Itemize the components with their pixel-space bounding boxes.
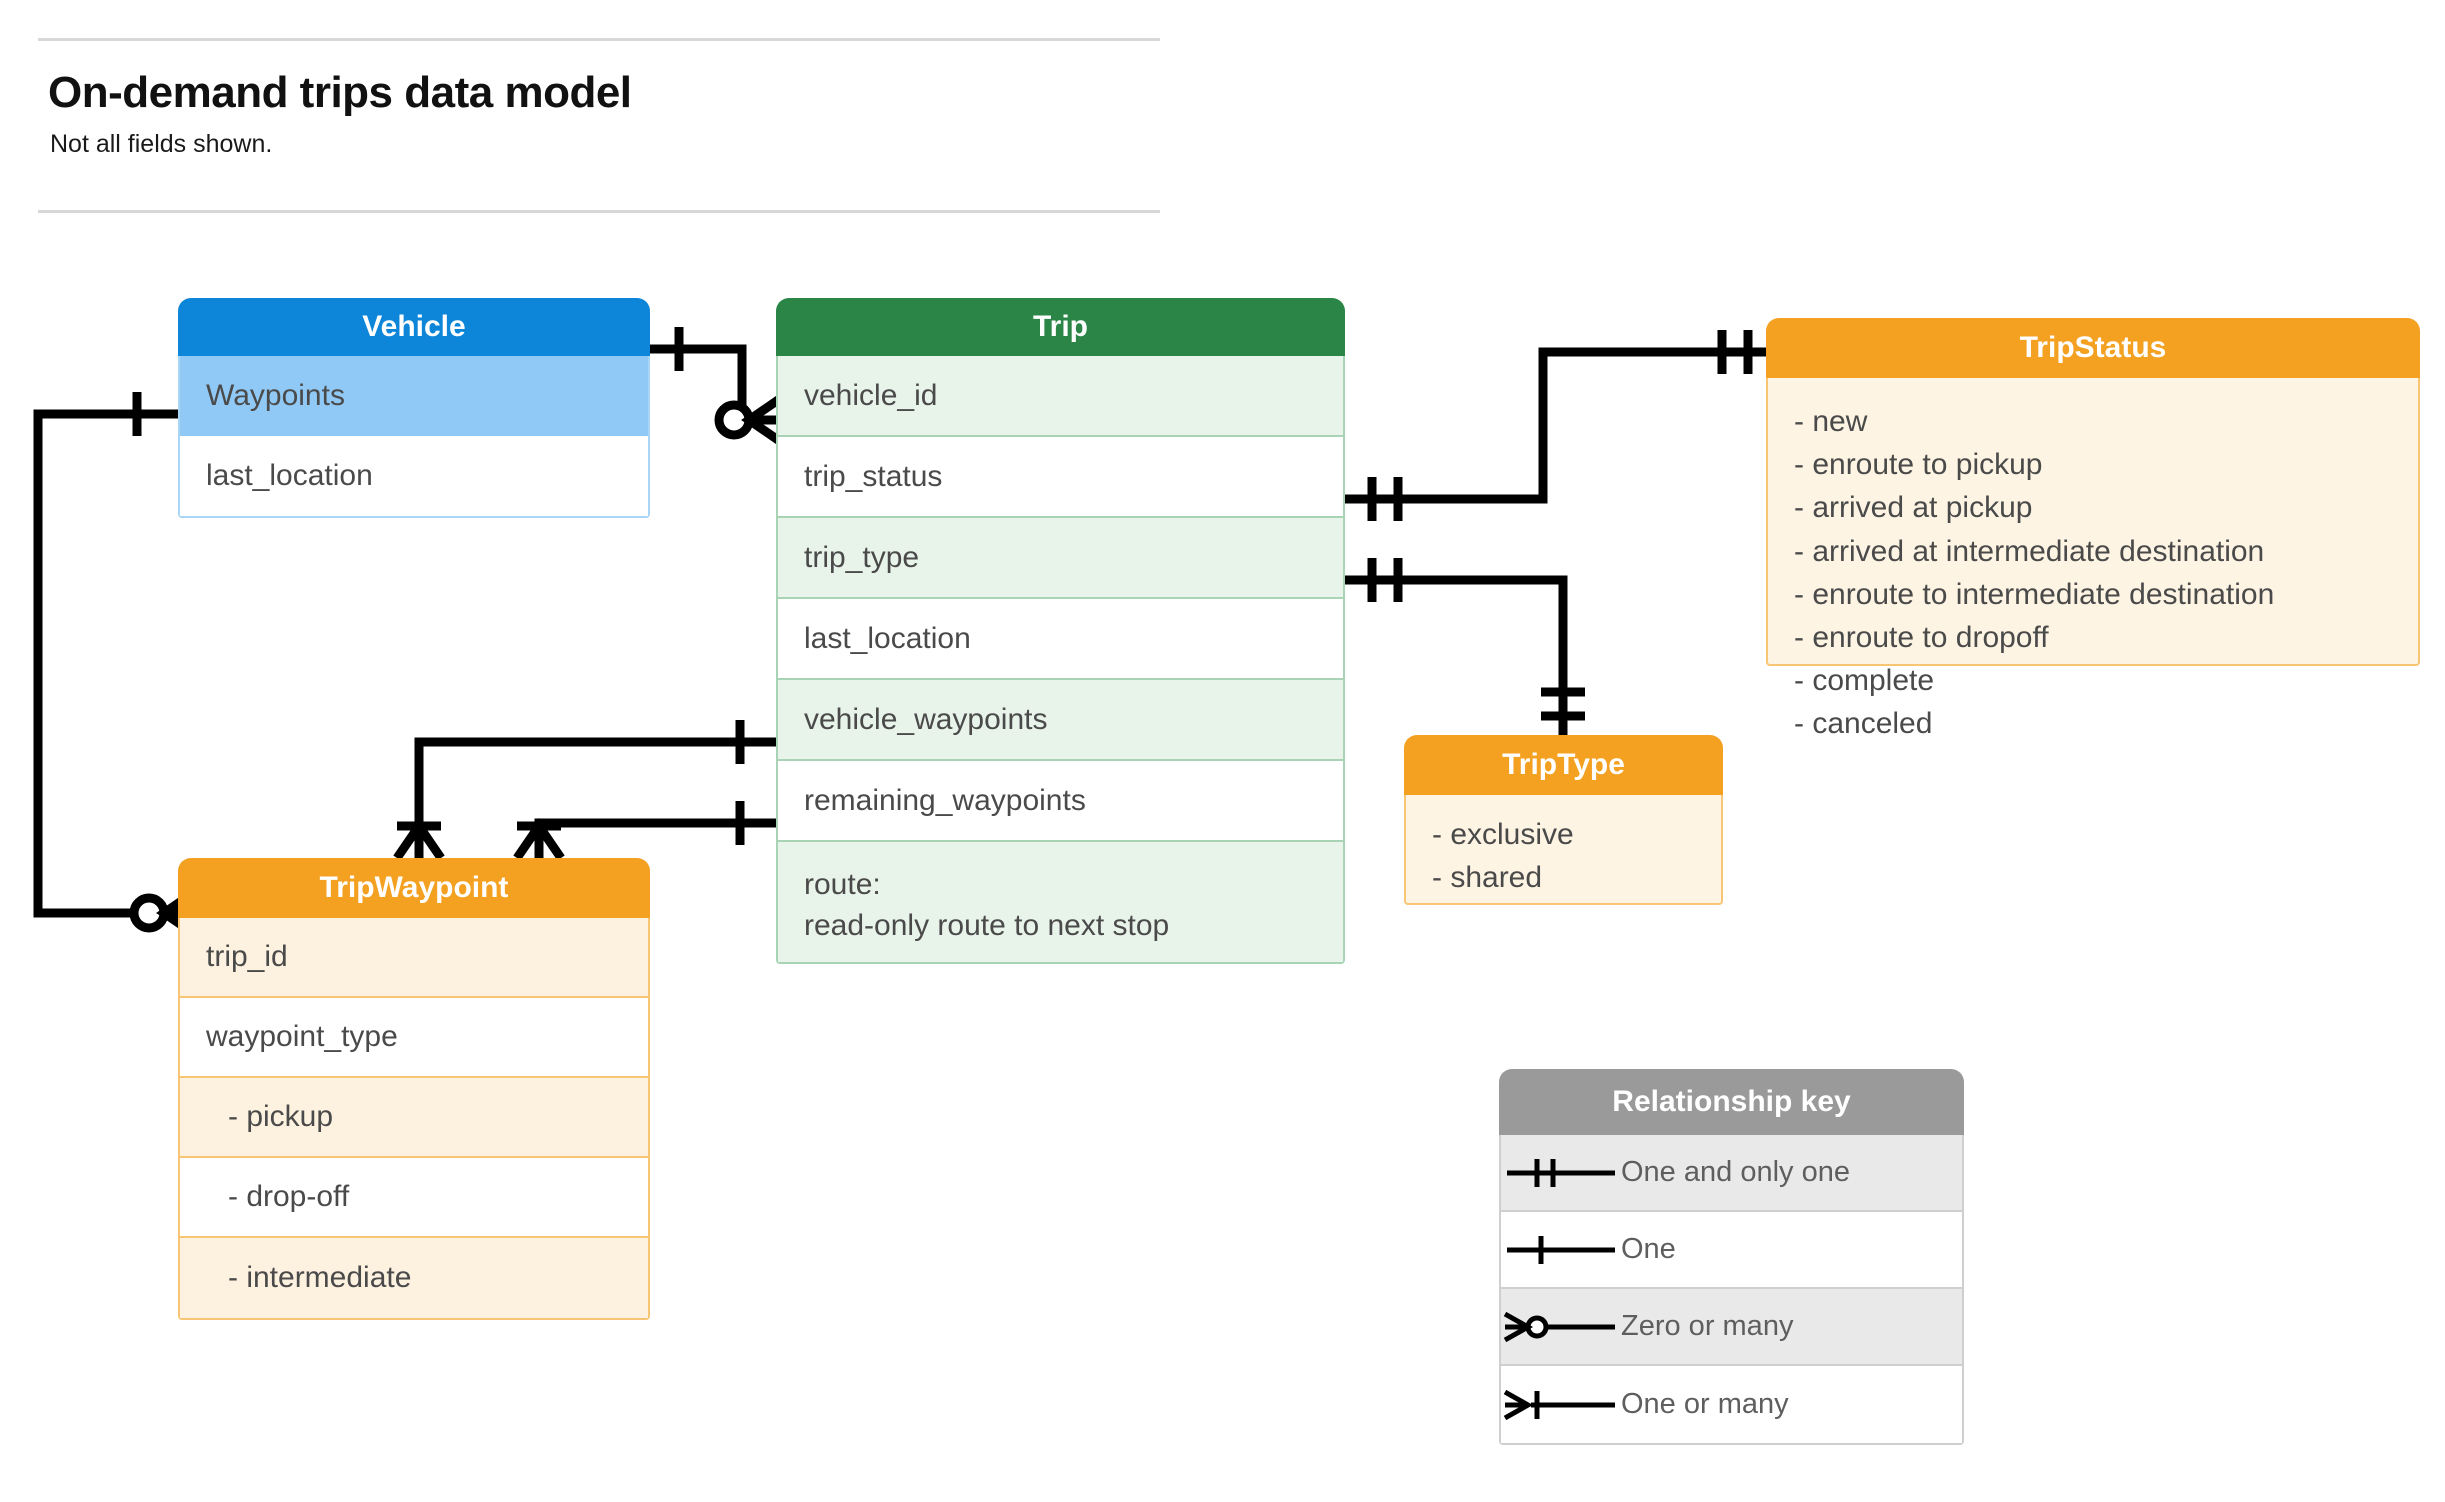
entity-trip-waypoint[interactable]: TripWaypoint trip_id waypoint_type - pic… [178, 858, 650, 1320]
field-vehicle-last-location[interactable]: last_location [180, 436, 648, 516]
entity-trip-status-title: TripStatus [1766, 318, 2420, 378]
entity-trip-type-values: - exclusive - shared [1404, 795, 1723, 905]
field-trip-last-location[interactable]: last_location [778, 599, 1343, 680]
field-trip-route-label: route: [804, 868, 881, 901]
field-waypoint-dropoff[interactable]: - drop-off [180, 1158, 648, 1238]
one-or-many-icon [1501, 1385, 1621, 1425]
legend-item-one-or-many[interactable]: One or many [1501, 1366, 1962, 1443]
zero-or-many-icon [1501, 1307, 1621, 1347]
entity-trip-type-title: TripType [1404, 735, 1723, 795]
trip-type-value: - shared [1432, 861, 1543, 895]
entity-trip-status[interactable]: TripStatus - new - enroute to pickup - a… [1766, 318, 2420, 740]
field-waypoint-intermediate[interactable]: - intermediate [180, 1238, 648, 1318]
connector-vehicle-waypoints-field-to-tripwaypoint [393, 720, 776, 861]
one-icon [1501, 1230, 1621, 1270]
legend-label: Zero or many [1621, 1310, 1794, 1342]
connector-remaining-waypoints-to-tripwaypoint [513, 801, 776, 861]
field-trip-route[interactable]: route: read-only route to next stop [778, 842, 1343, 962]
header-divider-bottom [38, 210, 1160, 213]
trip-status-value: - enroute to dropoff [1794, 620, 2049, 654]
trip-status-value: - enroute to pickup [1794, 448, 2043, 482]
connector-trip-type-to-triptype [1345, 558, 1585, 735]
trip-type-value: - exclusive [1432, 818, 1574, 851]
field-trip-remaining-waypoints[interactable]: remaining_waypoints [778, 761, 1343, 842]
trip-status-value: - new [1794, 405, 1868, 438]
field-waypoint-type[interactable]: waypoint_type [180, 998, 648, 1078]
legend-item-one[interactable]: One [1501, 1212, 1962, 1289]
entity-trip-waypoint-fields: trip_id waypoint_type - pickup - drop-of… [178, 918, 650, 1320]
entity-trip-type[interactable]: TripType - exclusive - shared [1404, 735, 1723, 905]
connector-trip-status-to-tripstatus [1345, 330, 1766, 521]
legend-label: One [1621, 1233, 1676, 1265]
entity-trip[interactable]: Trip vehicle_id trip_status trip_type la… [776, 298, 1345, 964]
trip-status-value: - canceled [1794, 707, 1933, 741]
legend-items: One and only one One [1499, 1135, 1964, 1445]
entity-trip-fields: vehicle_id trip_status trip_type last_lo… [776, 356, 1345, 964]
legend-label: One or many [1621, 1388, 1789, 1420]
page-title: On-demand trips data model [48, 68, 632, 117]
field-trip-trip-status[interactable]: trip_status [778, 437, 1343, 518]
legend-item-zero-or-many[interactable]: Zero or many [1501, 1289, 1962, 1366]
header-divider-top [38, 38, 1160, 41]
one-and-only-one-icon [1501, 1153, 1621, 1193]
field-waypoint-pickup[interactable]: - pickup [180, 1078, 648, 1158]
field-waypoint-trip-id[interactable]: trip_id [180, 918, 648, 998]
connector-vehicle-waypoints-to-tripwaypoint [33, 392, 199, 939]
entity-trip-status-values: - new - enroute to pickup - arrived at p… [1766, 378, 2420, 740]
entity-vehicle[interactable]: Vehicle Waypoints last_location [178, 298, 650, 518]
trip-status-value: - arrived at intermediate destination [1794, 534, 2265, 568]
trip-status-value: - arrived at pickup [1794, 491, 2033, 525]
field-trip-vehicle-id[interactable]: vehicle_id [778, 356, 1343, 437]
field-trip-route-description: read-only route to next stop [804, 909, 1170, 943]
entity-trip-waypoint-title: TripWaypoint [178, 858, 650, 918]
page-subtitle: Not all fields shown. [50, 130, 273, 158]
connector-vehicle-to-trip [650, 327, 784, 446]
field-trip-trip-type[interactable]: trip_type [778, 518, 1343, 599]
legend-title: Relationship key [1499, 1069, 1964, 1135]
field-trip-vehicle-waypoints[interactable]: vehicle_waypoints [778, 680, 1343, 761]
trip-status-value: - enroute to intermediate destination [1794, 577, 2275, 611]
legend-label: One and only one [1621, 1156, 1850, 1188]
entity-vehicle-title: Vehicle [178, 298, 650, 356]
field-vehicle-waypoints[interactable]: Waypoints [180, 356, 648, 436]
legend-item-one-and-only-one[interactable]: One and only one [1501, 1135, 1962, 1212]
legend-relationship-key[interactable]: Relationship key One and only one [1499, 1069, 1964, 1445]
trip-status-value: - complete [1794, 664, 1935, 698]
entity-vehicle-fields: Waypoints last_location [178, 356, 650, 518]
entity-trip-title: Trip [776, 298, 1345, 356]
